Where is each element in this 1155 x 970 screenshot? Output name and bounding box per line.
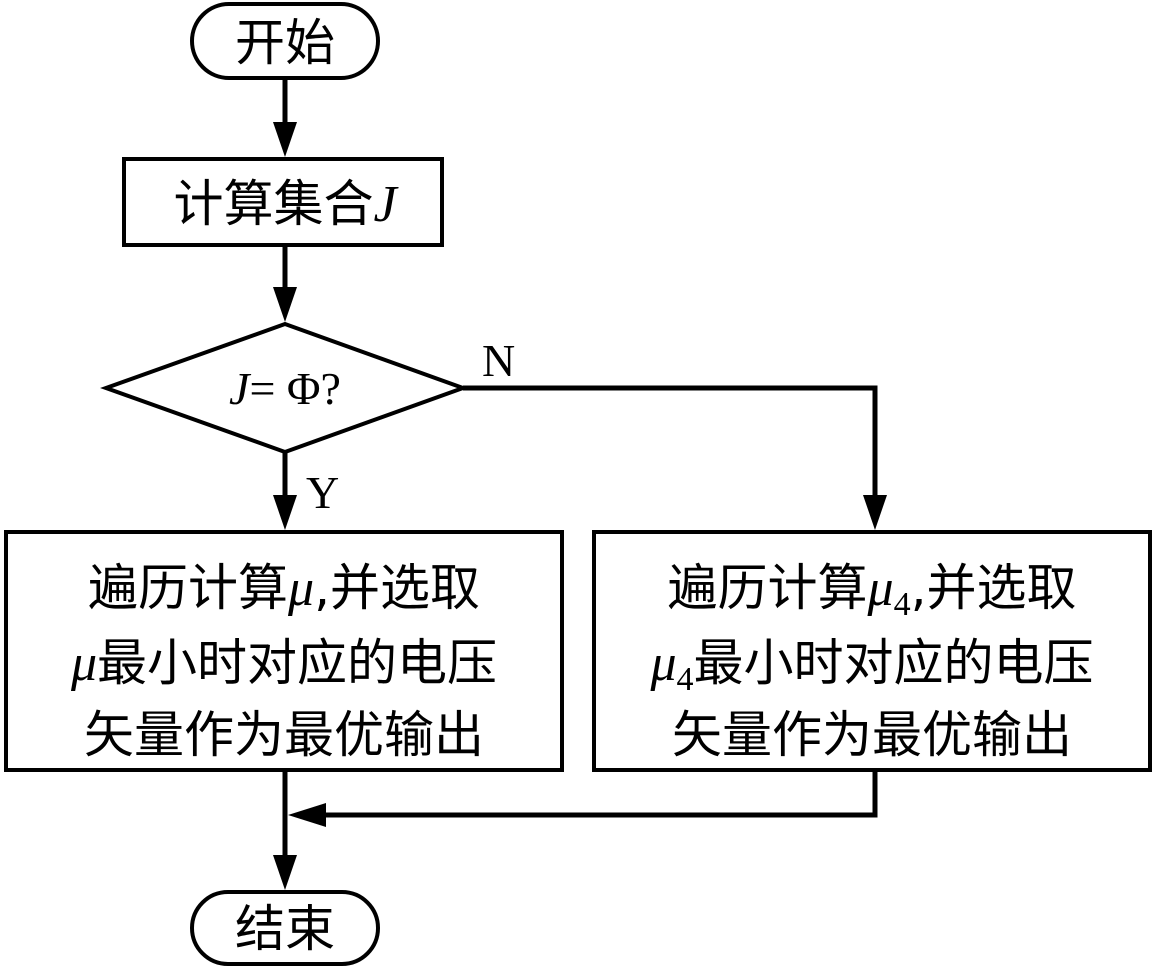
- left-box-line3: 矢量作为最优输出: [84, 706, 484, 764]
- decision-node: J= Φ?: [100, 321, 469, 455]
- connector-yes-branch: Y: [273, 452, 339, 530]
- left-box-line2: μ最小时对应的电压: [70, 634, 497, 692]
- compute-set-node: 计算集合J: [122, 157, 444, 247]
- connector-compute-to-decision: [273, 245, 297, 322]
- decision-label: J= Φ?: [229, 363, 341, 414]
- connector-merge: [273, 770, 878, 890]
- no-label: N: [482, 335, 515, 386]
- right-process-node: 遍历计算μ4,并选取 μ4最小时对应的电压 矢量作为最优输出: [592, 530, 1152, 772]
- end-label: 结束: [235, 900, 335, 958]
- connector-no-branch: N: [463, 335, 887, 530]
- start-node: 开始: [190, 2, 380, 80]
- connector-start-to-compute: [273, 78, 297, 157]
- right-box-line2: μ4最小时对应的电压: [649, 634, 1093, 698]
- right-box-line1: 遍历计算μ4,并选取: [667, 559, 1076, 623]
- start-label: 开始: [235, 14, 335, 72]
- left-box-line1: 遍历计算μ,并选取: [88, 559, 480, 617]
- left-process-node: 遍历计算μ,并选取 μ最小时对应的电压 矢量作为最优输出: [4, 530, 564, 772]
- end-node: 结束: [190, 890, 380, 966]
- right-box-line3: 矢量作为最优输出: [672, 706, 1072, 764]
- yes-label: Y: [306, 467, 339, 518]
- compute-set-label: 计算集合J: [173, 175, 399, 233]
